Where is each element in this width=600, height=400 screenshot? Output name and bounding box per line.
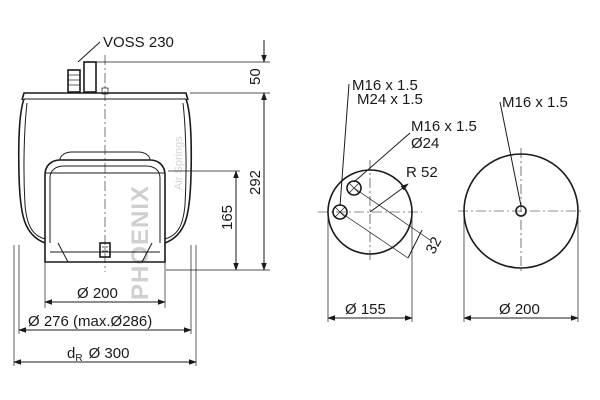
valve-label: VOSS 230 bbox=[103, 34, 174, 51]
bottom-plate-view: M16 x 1.5 Ø 200 bbox=[458, 94, 584, 322]
thread-label-3: M16 x 1.5 bbox=[411, 118, 477, 135]
dim-bellow-dia: Ø 276 (max.Ø286) bbox=[28, 313, 152, 330]
dim-top-height: 50 bbox=[247, 68, 264, 85]
port-dia-label: Ø24 bbox=[411, 135, 439, 152]
dim-total-height: 292 bbox=[247, 170, 264, 195]
dim-piston-height: 165 bbox=[219, 205, 236, 230]
dim-piston-dia: Ø 200 bbox=[77, 285, 118, 302]
dim-radius: R 52 bbox=[406, 164, 438, 181]
bellow-contour bbox=[17, 98, 193, 244]
watermark-sub: Air Springs bbox=[173, 136, 185, 190]
top-plate-view: R 52 32 M16 x 1.5 M24 x 1.5 M16 x 1.5 Ø2… bbox=[318, 77, 477, 322]
dim-offset: 32 bbox=[423, 234, 446, 257]
watermark: PHOENIX Air Springs bbox=[127, 136, 185, 300]
thread-label-1: M16 x 1.5 bbox=[352, 77, 418, 94]
bottom-thread-label: M16 x 1.5 bbox=[502, 94, 568, 111]
side-view: VOSS 230 50 292 165 Ø 200 Ø 276 (max.Ø28… bbox=[13, 34, 270, 366]
dim-top-plate-dia: Ø 155 bbox=[345, 301, 386, 318]
watermark-brand: PHOENIX bbox=[127, 185, 154, 300]
dim-bottom-plate-dia: Ø 200 bbox=[499, 301, 540, 318]
thread-label-2: M24 x 1.5 bbox=[357, 91, 423, 108]
valve-fitting bbox=[67, 61, 109, 95]
